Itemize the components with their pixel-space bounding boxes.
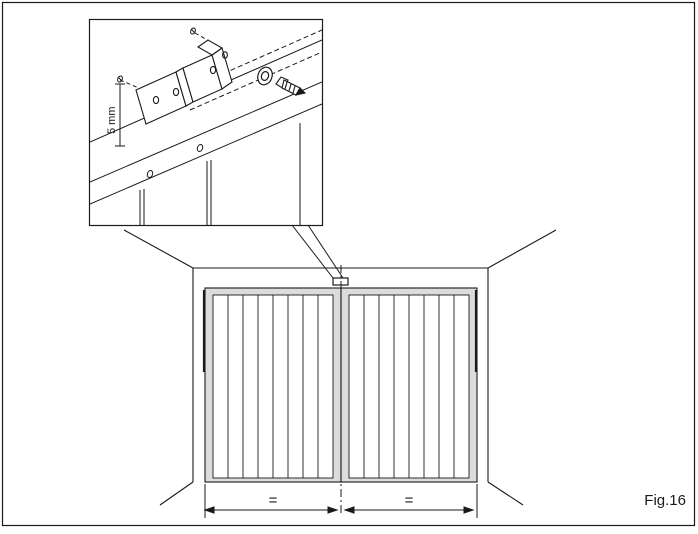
figure-label: Fig.16: [644, 492, 686, 509]
detail-inset: 5 mm: [88, 18, 324, 227]
dimension-5mm: [115, 83, 125, 147]
small-screw: [117, 75, 123, 83]
rail-edge-bottom: [90, 103, 322, 205]
equal-mark-right: =: [405, 492, 414, 509]
mounting-bracket: [135, 39, 233, 125]
washer: [257, 66, 273, 86]
rail-hole: [196, 144, 204, 152]
small-screw: [190, 27, 196, 35]
rail-hole: [146, 170, 154, 178]
callout-line: [307, 224, 344, 279]
callout-line: [291, 224, 334, 279]
dimension-label: 5 mm: [106, 107, 118, 135]
rail-edge-mid: [90, 81, 322, 183]
equal-dimension: [203, 484, 478, 518]
gate: [202, 265, 478, 515]
self-tapping-screw: [275, 76, 307, 96]
equal-mark-left: =: [269, 492, 278, 509]
